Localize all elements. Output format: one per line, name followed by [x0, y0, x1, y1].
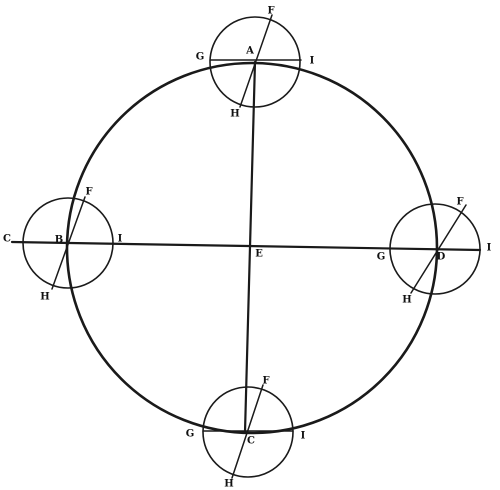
- left-label-c: C: [3, 234, 11, 245]
- top-label-h: H: [230, 109, 239, 120]
- right-label-f: F: [456, 197, 463, 208]
- left-label-h: H: [40, 292, 49, 303]
- left-small-circle: [22, 197, 114, 289]
- center-label-e: E: [255, 249, 263, 260]
- top-label-a: A: [245, 46, 254, 57]
- right-label-h: H: [402, 295, 411, 306]
- right-label-g: G: [377, 252, 386, 263]
- right-small-circle-group: [389, 203, 481, 295]
- left-label-f: F: [85, 187, 92, 198]
- top-small-circle-group: [209, 14, 302, 108]
- horizontal-diameter: [10, 240, 482, 252]
- right-chord-fh: [410, 204, 467, 294]
- vertical-diameter: [243, 60, 257, 434]
- left-small-circle-group: [22, 196, 114, 290]
- top-small-circle: [209, 16, 301, 108]
- left-label-b: B: [55, 235, 63, 246]
- bottom-label-i: I: [301, 431, 306, 442]
- top-chord-fh: [239, 14, 273, 108]
- right-label-i: I: [487, 243, 492, 254]
- right-label-d: D: [437, 252, 446, 263]
- bottom-label-g: G: [186, 429, 195, 440]
- bottom-label-h: H: [224, 479, 233, 490]
- left-label-i: I: [118, 234, 123, 245]
- bottom-label-f: F: [262, 376, 269, 387]
- top-label-f: F: [267, 6, 274, 17]
- right-small-circle: [389, 203, 481, 295]
- bottom-label-c: C: [247, 436, 255, 447]
- bottom-small-circle-group: [202, 384, 294, 479]
- left-chord-fh: [51, 196, 86, 290]
- top-label-g: G: [196, 52, 205, 63]
- top-label-i: I: [310, 56, 315, 67]
- bottom-chord-fh: [231, 384, 264, 479]
- bottom-small-circle: [202, 386, 294, 478]
